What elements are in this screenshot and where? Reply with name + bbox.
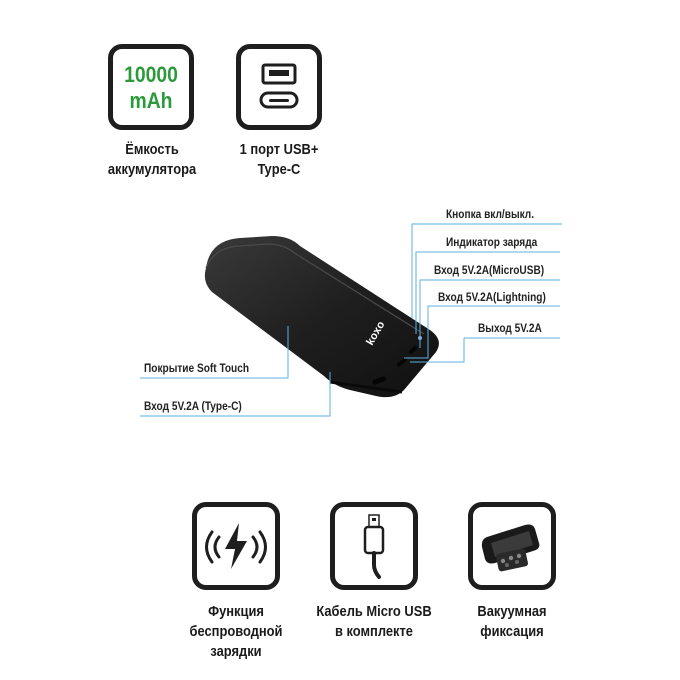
vacuum-mount-photo-icon <box>481 524 540 572</box>
label-output: Выход 5V.2A <box>478 323 542 335</box>
cable-caption: Кабель Micro USB в комплекте <box>316 603 432 640</box>
label-charge-indicator: Индикатор заряда <box>446 237 538 249</box>
capacity-badge: 10000 mAh <box>108 44 194 130</box>
power-bank: koxo <box>204 236 439 398</box>
wireless-caption: Функция беспроводной зарядки <box>189 603 283 660</box>
cable-badge <box>330 502 418 590</box>
usb-typec-ports-icon <box>259 63 299 109</box>
label-coating: Покрытие Soft Touch <box>144 363 250 375</box>
capacity-value: 10000 <box>124 62 178 87</box>
vacuum-badge <box>468 502 556 590</box>
wireless-badge <box>192 502 280 590</box>
capacity-unit: mAh <box>129 88 173 113</box>
ports-caption: 1 порт USB+ Type-C <box>239 141 319 178</box>
capacity-caption: Ёмкость аккумулятора <box>107 141 197 178</box>
wireless-charging-icon <box>205 523 267 569</box>
callout-lines <box>140 223 465 417</box>
label-power-button: Кнопка вкл/выкл. <box>446 209 535 221</box>
vacuum-caption: Вакуумная фиксация <box>477 603 547 640</box>
label-input-micro: Вход 5V.2A(MicroUSB) <box>434 265 545 277</box>
label-input-typec: Вход 5V.2A (Type-C) <box>144 401 242 413</box>
ports-badge <box>236 44 322 130</box>
label-input-lightning: Вход 5V.2A(Lightning) <box>438 292 546 304</box>
micro-usb-cable-icon <box>363 514 385 579</box>
